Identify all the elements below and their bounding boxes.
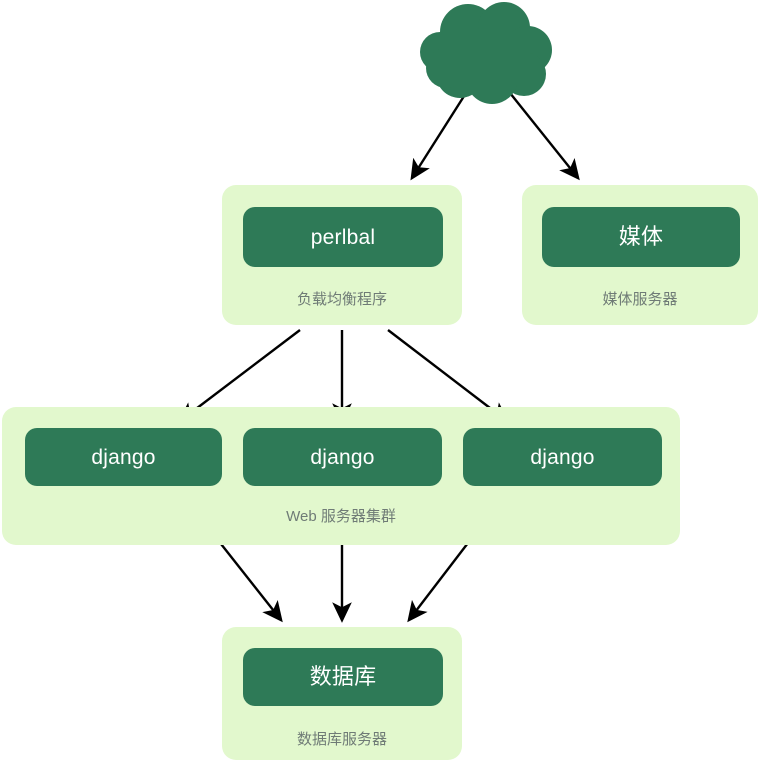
node-django-1[interactable]: django <box>25 428 222 486</box>
node-database[interactable]: 数据库 <box>243 648 443 706</box>
node-perlbal[interactable]: perlbal <box>243 207 443 267</box>
caption-load-balancer: 负载均衡程序 <box>296 291 387 308</box>
caption-web-cluster: Web 服务器集群 <box>286 508 396 525</box>
node-django-3[interactable]: django <box>463 428 662 486</box>
node-django-2-label: django <box>310 445 375 469</box>
node-django-2[interactable]: django <box>243 428 442 486</box>
node-media-label: 媒体 <box>618 224 664 249</box>
node-django-1-label: django <box>91 445 156 469</box>
node-media[interactable]: 媒体 <box>542 207 740 267</box>
caption-database-server: 数据库服务器 <box>296 731 387 748</box>
caption-media-server: 媒体服务器 <box>602 291 678 308</box>
node-database-label: 数据库 <box>309 664 377 689</box>
internet-cloud-icon[interactable] <box>418 2 554 106</box>
node-django-3-label: django <box>530 445 595 469</box>
node-perlbal-label: perlbal <box>310 225 376 249</box>
